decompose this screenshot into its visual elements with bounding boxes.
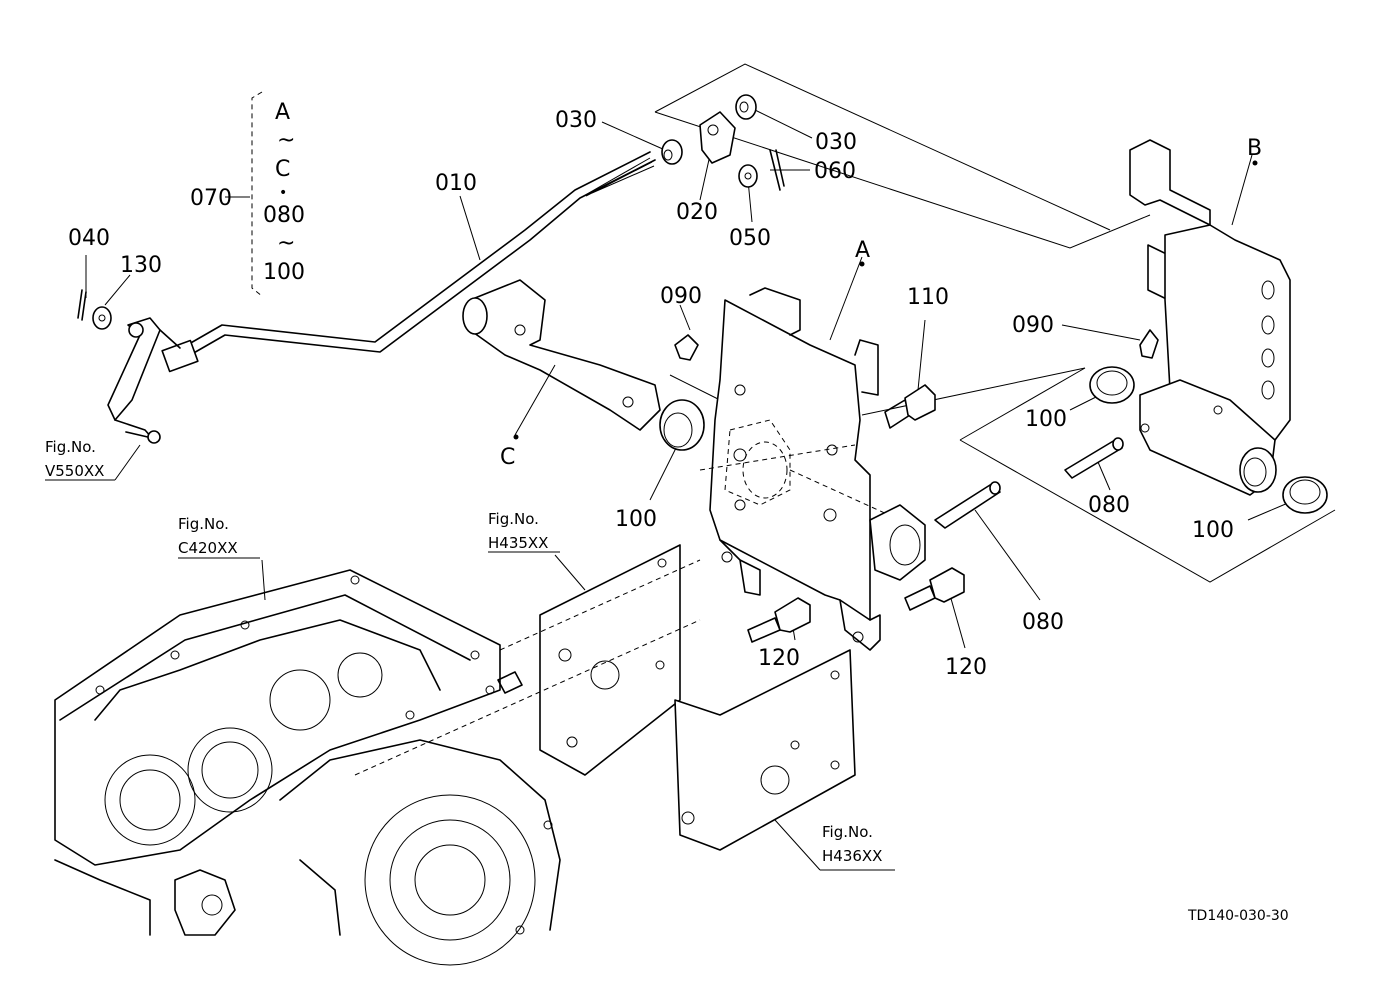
rod-010 <box>161 151 656 373</box>
callout-110: 110 <box>907 285 949 310</box>
callout-010: 010 <box>435 171 477 196</box>
bolts <box>674 329 1159 643</box>
fig-ref-code: C420XX <box>178 539 238 557</box>
fig-ref-label: Fig.No. <box>45 438 96 456</box>
callout-090-right: 090 <box>1012 313 1054 338</box>
callout-100-right-lower: 100 <box>1192 518 1234 543</box>
group-070-line1: A <box>275 100 290 125</box>
transmission-case <box>54 559 701 966</box>
fig-ref-code: H435XX <box>488 534 548 552</box>
callout-100-center: 100 <box>615 507 657 532</box>
callout-100-right-upper: 100 <box>1025 407 1067 432</box>
ref-dot-b <box>1252 160 1258 166</box>
group-070-tilde1: ~ <box>277 128 295 153</box>
ref-dot-c <box>513 434 519 440</box>
callout-080-right: 080 <box>1088 493 1130 518</box>
callout-090-left: 090 <box>660 284 702 309</box>
callout-020: 020 <box>676 200 718 225</box>
shaft-c <box>462 279 705 451</box>
group-070-dot: • <box>279 185 287 201</box>
callout-070: 070 <box>190 186 232 211</box>
callout-120-right: 120 <box>945 655 987 680</box>
callout-030-right: 030 <box>815 130 857 155</box>
bracket-a <box>699 287 901 651</box>
drawing-code: TD140-030-30 <box>1187 908 1289 924</box>
bracket-b <box>1129 139 1291 496</box>
callout-050: 050 <box>729 226 771 251</box>
group-070-tilde2: ~ <box>277 231 295 256</box>
lever-arm <box>107 317 181 444</box>
pins-bushings <box>869 366 1328 581</box>
callout-060: 060 <box>814 159 856 184</box>
figure-references: Fig.No. V550XX Fig.No. C420XX Fig.No. H4… <box>45 438 882 865</box>
group-070-line3: 080 <box>263 203 305 228</box>
callouts: 010 030 030 060 020 050 040 130 070 090 … <box>68 108 1234 680</box>
callout-120-left: 120 <box>758 646 800 671</box>
fig-ref-code: V550XX <box>45 462 104 480</box>
callout-130: 130 <box>120 253 162 278</box>
group-070-line4: 100 <box>263 260 305 285</box>
ref-letter-b: B <box>1247 136 1262 161</box>
fig-ref-label: Fig.No. <box>822 823 873 841</box>
group-070-list: A ~ C • 080 ~ 100 <box>263 100 305 285</box>
callout-040: 040 <box>68 226 110 251</box>
clevis-parts <box>77 94 785 330</box>
fig-ref-label: Fig.No. <box>488 510 539 528</box>
ref-dot-a <box>859 261 865 267</box>
fig-ref-label: Fig.No. <box>178 515 229 533</box>
fig-ref-code: H436XX <box>822 847 882 865</box>
reference-letters: A B C <box>500 136 1262 470</box>
group-070-line2: C <box>275 157 290 182</box>
leader-lines <box>45 63 1336 871</box>
ref-letter-a: A <box>855 238 870 263</box>
plate-h436 <box>674 649 856 851</box>
callout-030-left: 030 <box>555 108 597 133</box>
ref-letter-c: C <box>500 445 515 470</box>
callout-080-center: 080 <box>1022 610 1064 635</box>
